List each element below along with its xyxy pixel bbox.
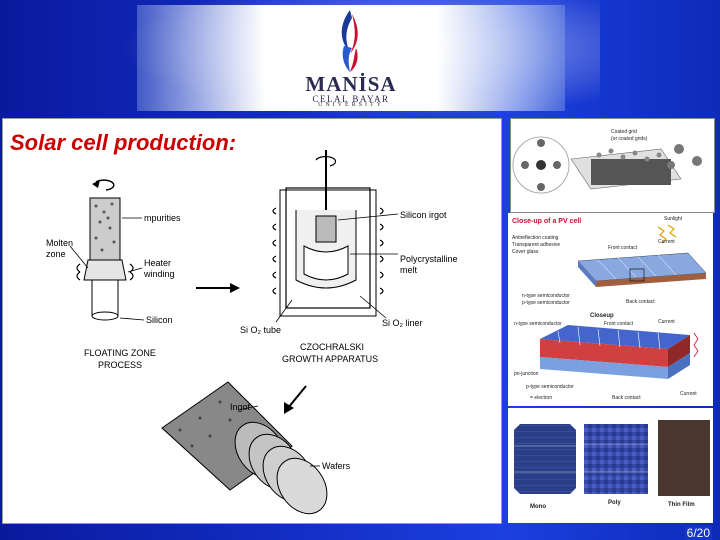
logo-wordmark: MANİSA (305, 72, 397, 96)
logo-subtitle-university: UNIVERSITY (318, 102, 384, 108)
label-zone: zone (46, 249, 66, 259)
label-back-contact-2: Back contact (612, 395, 641, 401)
label-closeup: Closeup (590, 313, 614, 319)
label-thin-film: Thin Film (668, 502, 695, 508)
label-floating-zone: FLOATING ZONE (84, 348, 156, 358)
label-czochralski: CZOCHRALSKI (300, 342, 364, 352)
silicon-production-diagram: mpurities Molten zone Heater winding Sil… (46, 150, 458, 515)
label-molten: Molten (46, 238, 73, 248)
label-current-3: Current (680, 391, 697, 397)
label-impurities: mpurities (144, 213, 181, 223)
label-silicon: Silicon (146, 315, 173, 325)
label-p-type-2: p-type semiconductor (526, 384, 574, 390)
solar-cell-types-image: Mono Poly Thin Film (508, 408, 713, 523)
label-coated-grids: (or coated grids) (611, 136, 648, 142)
flame-logo-icon (341, 10, 358, 72)
label-ingot: Ingot (230, 402, 251, 412)
label-n-type: n-type semiconductor (522, 293, 570, 299)
label-coated-grid: Coated grid (611, 129, 637, 135)
label-mono: Mono (530, 504, 546, 510)
label-cover-glass: Cover glass (512, 249, 539, 255)
logo-subtitle: CELAL BAYAR (312, 94, 390, 104)
label-current: Current (658, 239, 675, 245)
arrow-down-icon (284, 385, 307, 414)
label-winding: winding (143, 269, 175, 279)
label-wafers: Wafers (322, 461, 351, 471)
czochralski-apparatus (272, 150, 399, 323)
label-polycrystalline: Polycrystalline (400, 254, 458, 264)
molecular-structure-image: Coated grid (or coated grids) (510, 118, 715, 213)
label-adhesive: Transparent adhesive (512, 242, 560, 248)
label-current-2: Current (658, 319, 675, 325)
label-poly: Poly (608, 500, 621, 506)
arrow-right-icon (196, 283, 240, 293)
label-melt: melt (400, 265, 418, 275)
thin-film-cell-sample (658, 420, 710, 496)
page-number: 6/20 (684, 526, 712, 540)
label-back-contact: Back contact (626, 299, 655, 305)
label-sio2-tube: Si O₂ tube (240, 325, 281, 335)
label-heater: Heater (144, 258, 171, 268)
label-electron: = electron (530, 395, 552, 401)
label-front-contact-2: Front contact (604, 321, 634, 327)
label-p-type: p-type semiconductor (522, 300, 570, 306)
pv-cell-closeup-image: Close-up of a PV cell Sunlight Antirefle… (508, 213, 713, 406)
label-antireflection: Antireflection coating (512, 235, 559, 241)
slide-title: Solar cell production: (10, 130, 237, 155)
label-silicon-ingot: Silicon irgot (400, 210, 447, 220)
label-growth-apparatus: GROWTH APPARATUS (282, 354, 378, 364)
pv-title: Close-up of a PV cell (512, 218, 581, 225)
label-sunlight: Sunlight (664, 216, 683, 222)
label-sio2-liner: Si O₂ liner (382, 318, 423, 328)
label-process: PROCESS (98, 360, 142, 370)
logo-banner (137, 5, 565, 111)
label-n-type-2: n-type semiconductor (514, 321, 562, 327)
label-pn-junction: pn-junction (514, 371, 539, 377)
mono-cell-sample (514, 424, 576, 494)
poly-cell-sample (584, 424, 648, 494)
floating-zone-rod (69, 179, 145, 321)
label-front-contact: Front contact (608, 245, 638, 251)
ingot-wafers (161, 381, 328, 515)
